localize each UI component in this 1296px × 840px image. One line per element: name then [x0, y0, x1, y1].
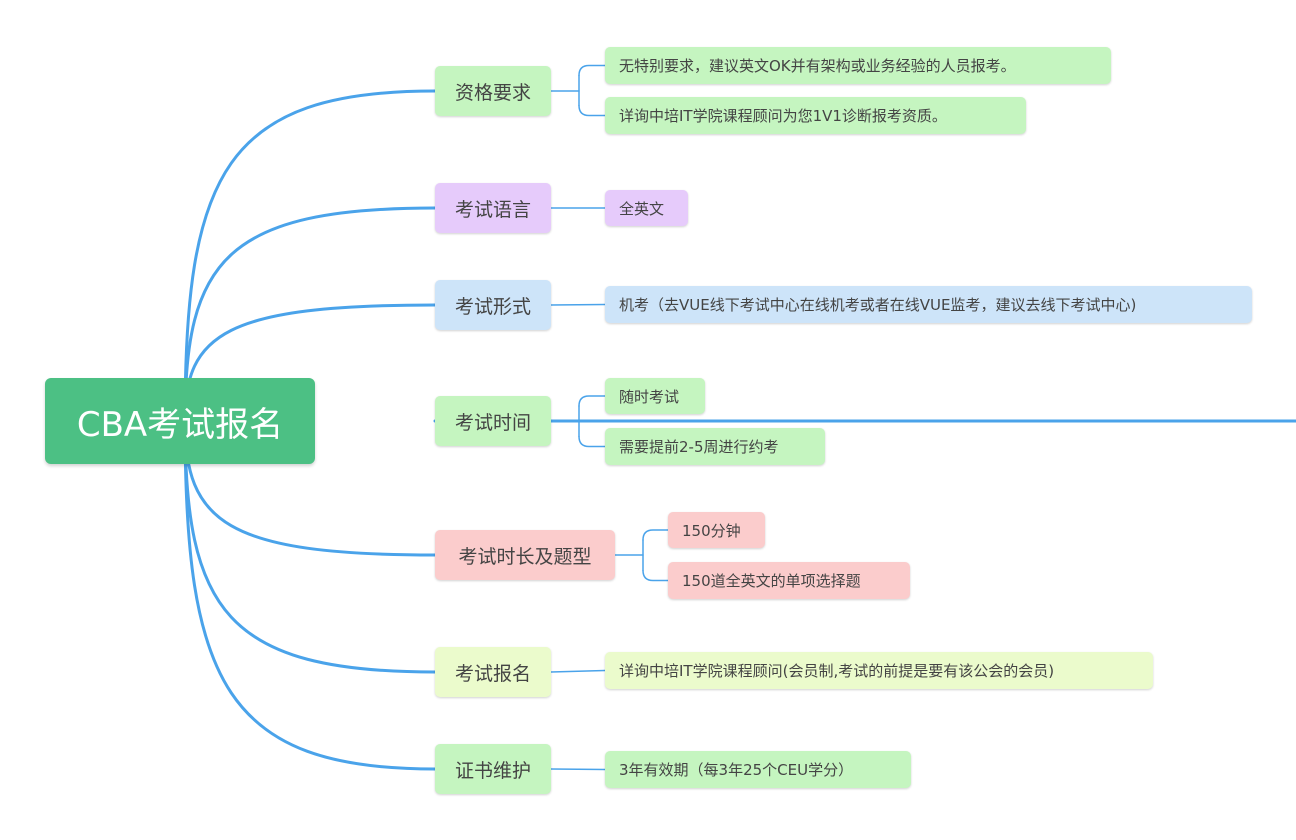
connector-path-15	[578, 395, 606, 407]
connector-path-16	[578, 435, 606, 448]
branch-exam-format[interactable]: 考试形式	[435, 280, 551, 330]
branch-exam-language[interactable]: 考试语言	[435, 183, 551, 233]
connector-path-10	[578, 104, 606, 117]
leaf-certificate-maintenance-1[interactable]: 3年有效期（每3年25个CEU学分）	[605, 751, 911, 788]
leaf-duration-questions-2[interactable]: 150道全英文的单项选择题	[668, 562, 910, 599]
connector-path-20	[642, 569, 669, 582]
leaf-registration-1[interactable]: 详询中培IT学院课程顾问(会员制,考试的前提是要有该公会的会员)	[605, 652, 1153, 689]
root-node[interactable]: CBA考试报名	[45, 378, 315, 464]
branch-duration-questions[interactable]: 考试时长及题型	[435, 530, 615, 580]
connector-path-22	[550, 768, 606, 771]
connector-path-12	[550, 303, 606, 306]
branch-registration[interactable]: 考试报名	[435, 647, 551, 697]
connector-path-9	[578, 64, 606, 77]
branch-exam-time[interactable]: 考试时间	[435, 396, 551, 446]
leaf-exam-language-1[interactable]: 全英文	[605, 190, 688, 226]
leaf-qualification-1[interactable]: 无特别要求，建议英文OK并有架构或业务经验的人员报考。	[605, 47, 1111, 84]
leaf-exam-time-1[interactable]: 随时考试	[605, 378, 705, 414]
connector-path-1	[183, 206, 437, 423]
leaf-qualification-2[interactable]: 详询中培IT学院课程顾问为您1V1诊断报考资质。	[605, 97, 1026, 134]
connector-path-19	[642, 529, 669, 541]
branch-certificate-maintenance[interactable]: 证书维护	[435, 744, 551, 794]
leaf-exam-format-1[interactable]: 机考（去VUE线下考试中心在线机考或者在线VUE监考，建议去线下考试中心)	[605, 286, 1252, 323]
branch-qualification[interactable]: 资格要求	[435, 66, 551, 116]
connector-path-0	[183, 89, 437, 423]
connector-path-21	[550, 669, 606, 673]
leaf-exam-time-2[interactable]: 需要提前2-5周进行约考	[605, 428, 825, 465]
leaf-duration-questions-1[interactable]: 150分钟	[668, 512, 765, 548]
connector-path-6	[183, 419, 437, 771]
